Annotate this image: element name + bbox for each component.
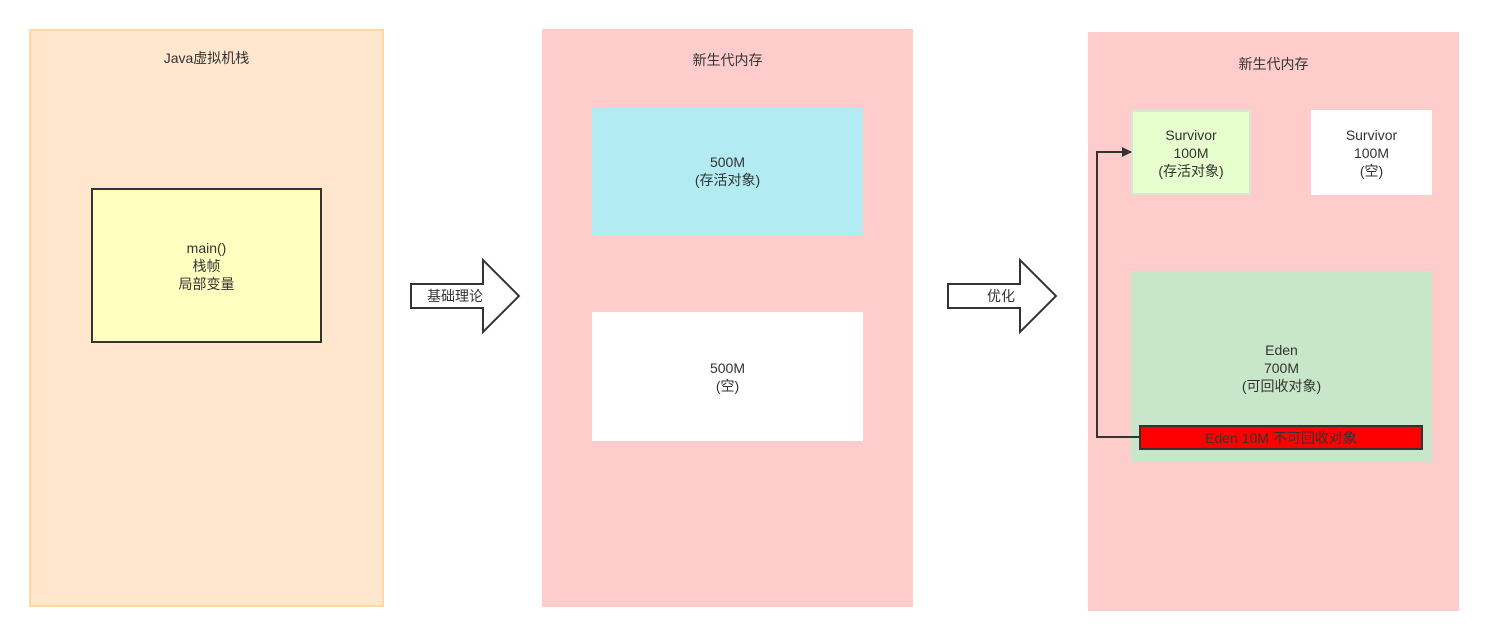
survivor-a-size: 100M: [1173, 144, 1209, 161]
copy-to-survivor-arrow: [1096, 147, 1139, 438]
eden-text-group: Eden 700M (可回收对象): [1131, 341, 1432, 395]
used-block-size: 500M: [709, 154, 746, 170]
frame-method: main(): [186, 239, 227, 256]
young-basic-empty-block: 500M (空): [592, 312, 863, 441]
eden-unreclaimable-strip: Eden 10M 不可回收对象: [1139, 425, 1423, 450]
survivor-a-desc: (存活对象): [1158, 162, 1224, 179]
optimize-block-arrow: 优化: [947, 257, 1058, 335]
survivor-a-block: Survivor 100M (存活对象): [1131, 110, 1251, 195]
eden-size: 700M: [1263, 360, 1300, 376]
frame-label: 栈帧: [192, 257, 221, 274]
frame-locals: 局部变量: [178, 275, 235, 292]
eden-desc: (可回收对象): [1241, 378, 1322, 394]
survivor-b-name: Survivor: [1345, 126, 1398, 143]
stack-frame-box: main() 栈帧 局部变量: [91, 188, 322, 343]
jvm-stack-title: Java虚拟机栈: [163, 50, 250, 66]
young-basic-used-block: 500M (存活对象): [592, 107, 863, 235]
used-block-desc: (存活对象): [694, 172, 761, 188]
young-gen-optimized-title: 新生代内存: [1238, 56, 1309, 72]
theory-block-arrow: 基础理论: [410, 257, 521, 335]
empty-block-desc: (空): [715, 377, 740, 394]
survivor-a-name: Survivor: [1165, 126, 1217, 143]
young-gen-basic-title: 新生代内存: [692, 52, 763, 68]
theory-arrow-label: 基础理论: [427, 288, 483, 304]
optimize-arrow-label: 优化: [987, 288, 1015, 304]
optimize-arrow-shape: [947, 257, 1058, 335]
empty-block-size: 500M: [709, 359, 746, 376]
eden-strip-label: Eden 10M 不可回收对象: [1205, 429, 1357, 446]
survivor-b-desc: (空): [1359, 162, 1384, 179]
survivor-b-size: 100M: [1353, 144, 1390, 161]
survivor-b-block: Survivor 100M (空): [1311, 110, 1432, 195]
eden-name: Eden: [1265, 342, 1298, 358]
theory-arrow-shape: [410, 257, 521, 335]
